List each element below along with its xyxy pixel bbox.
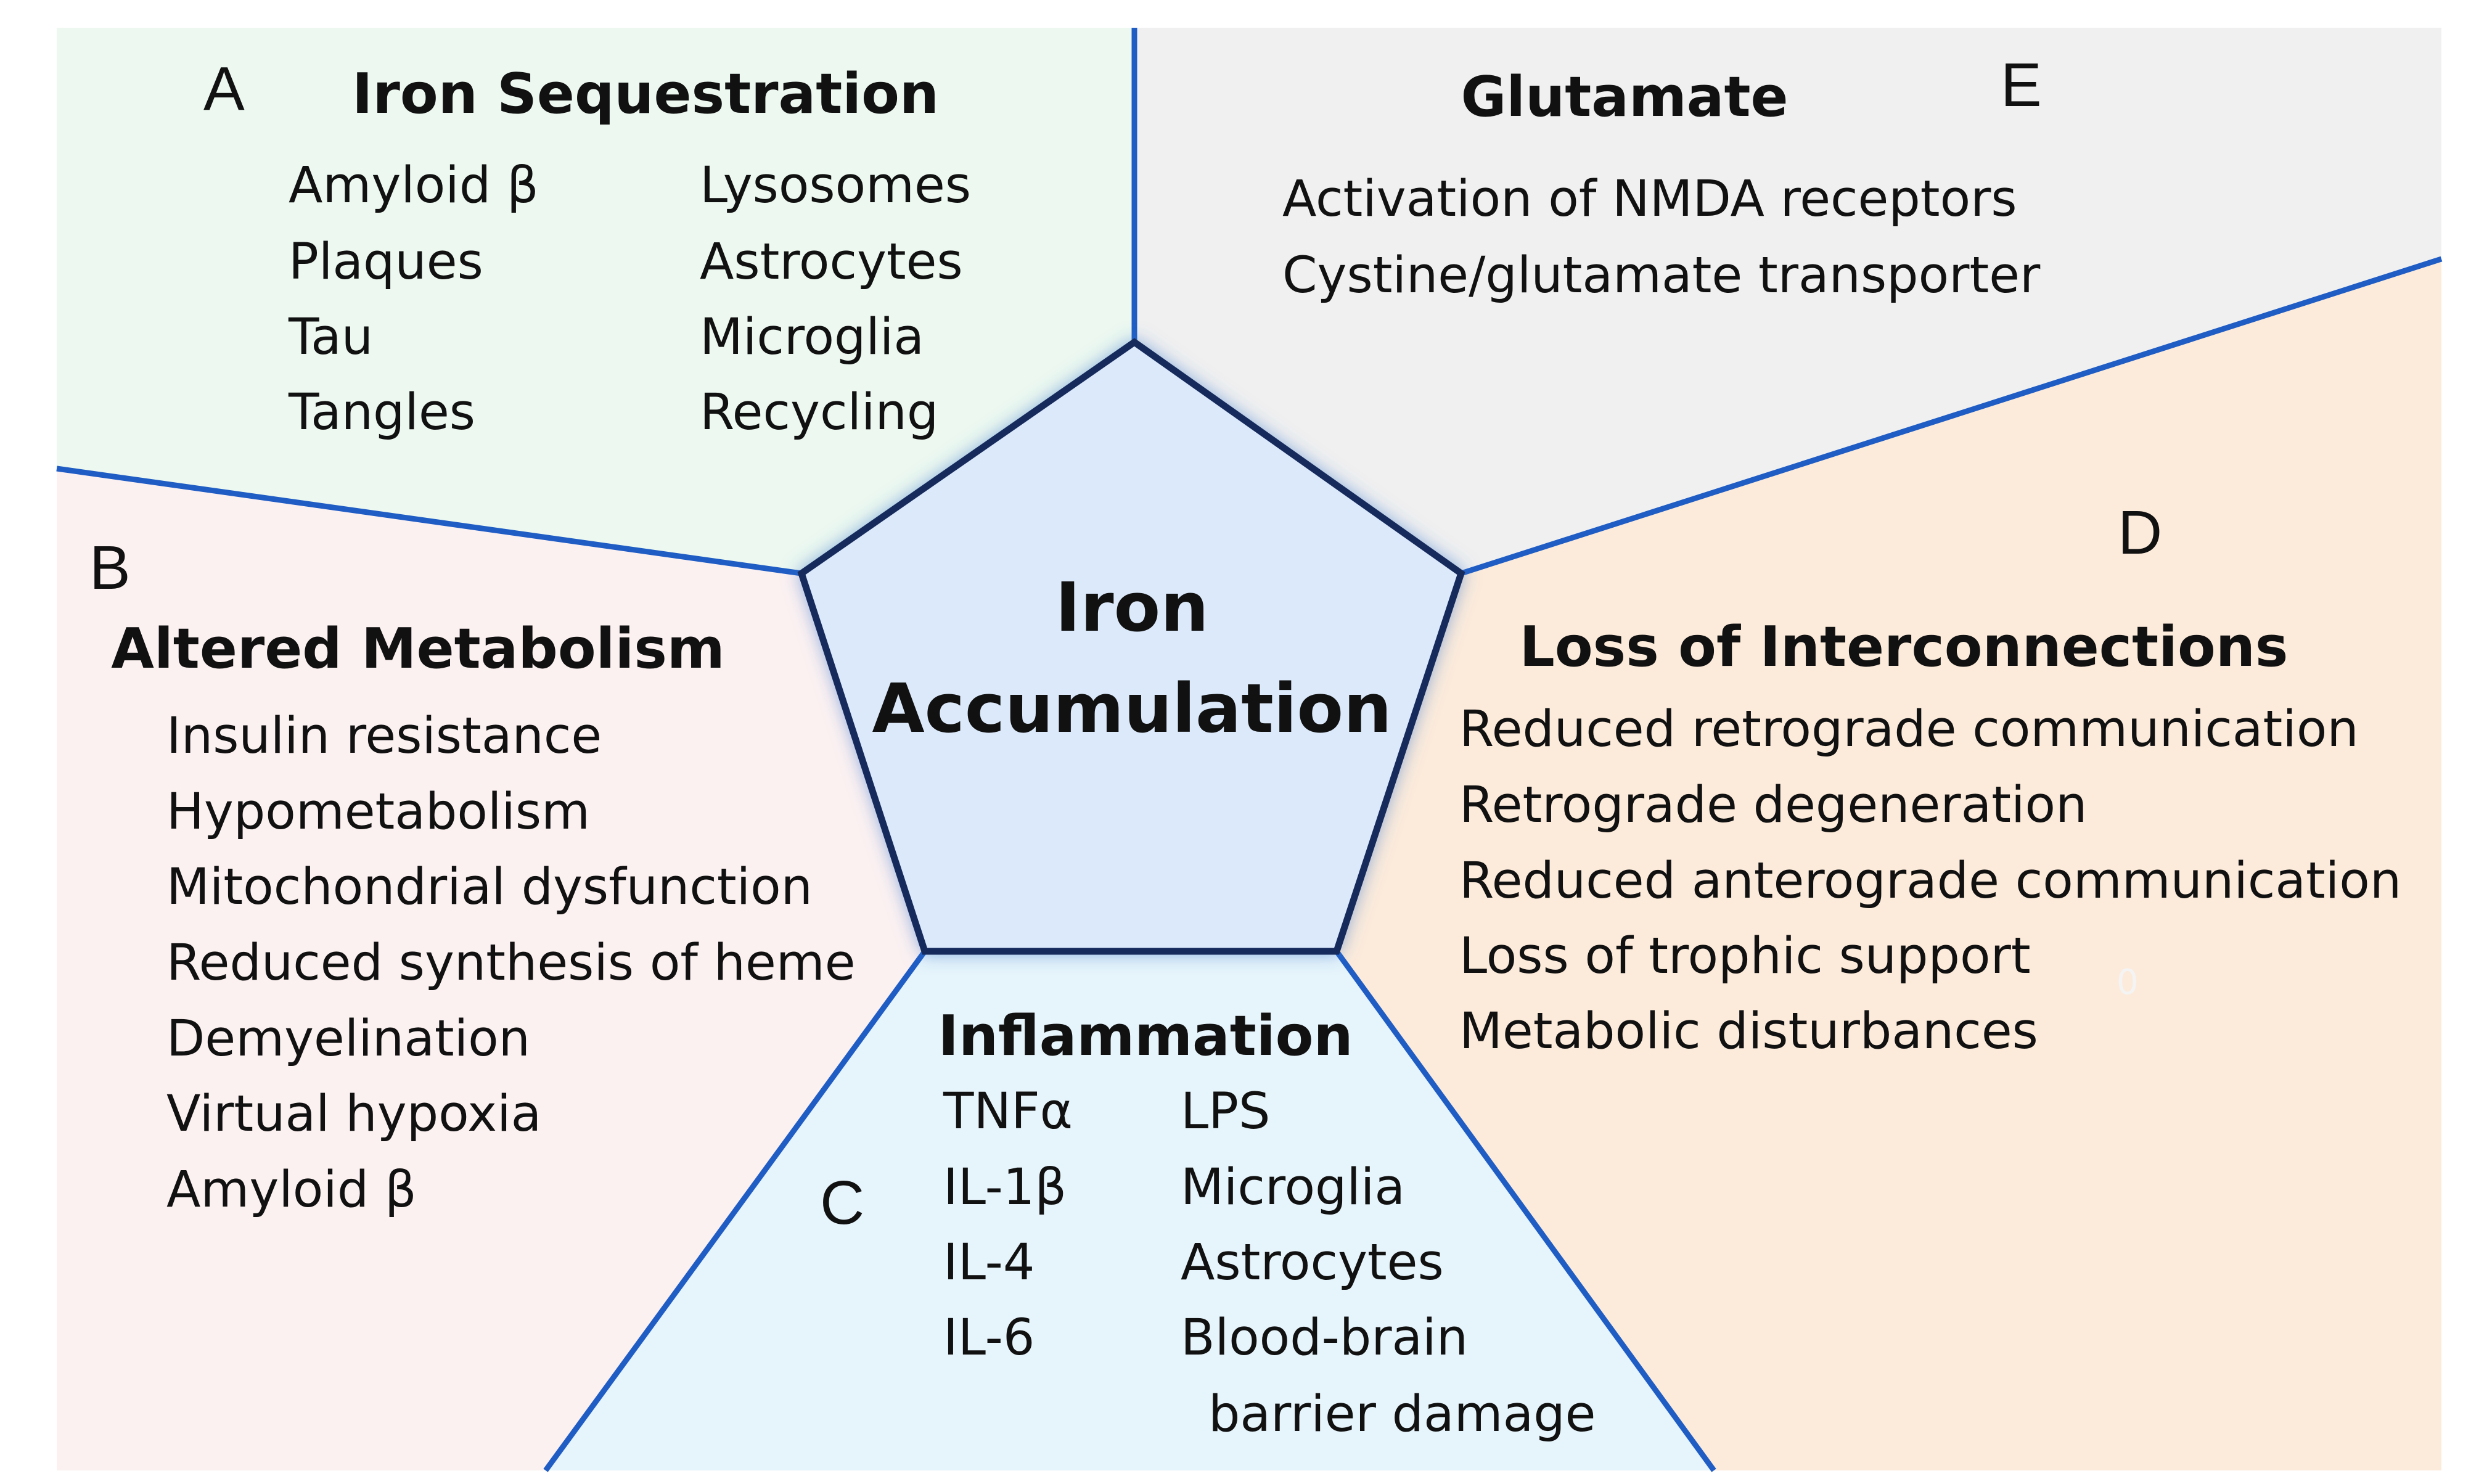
section-c-column-1: TNFα IL-1β IL-4 IL-6 [943,1083,1073,1367]
section-c-column-2: LPS Microglia Astrocytes Blood-brain bar… [1181,1083,1596,1443]
section-a-item: Astrocytes [700,233,963,291]
section-b-item: Demyelination [166,1010,530,1068]
divider-line [1460,256,2443,576]
section-a-iron-sequestration: A Iron Sequestration Amyloid β Plaques T… [203,54,971,441]
section-a-column-2: Lysosomes Astrocytes Microglia Recycling [700,157,971,441]
section-c-letter: C [820,1168,864,1237]
section-c-item: Blood-brain [1181,1309,1468,1367]
section-a-item: Lysosomes [700,157,971,215]
section-b-item: Amyloid β [166,1161,417,1219]
region-e-background [1134,28,2441,573]
divider-line [1334,949,1716,1472]
section-d-item: Retrograde degeneration [1459,776,2087,834]
iron-accumulation-pentagon [797,338,1465,955]
section-d-letter: D [2118,498,2162,567]
section-b-item: Mitochondrial dysfunction [166,858,813,916]
section-d-item: Loss of trophic support [1459,927,2031,985]
section-a-item: Recycling [700,383,938,441]
section-d-item: Reduced retrograde communication [1459,700,2359,758]
section-c-item: barrier damage [1208,1385,1596,1443]
section-e-title: Glutamate [1461,65,1788,129]
section-b-altered-metabolism: B Altered Metabolism Insulin resistance … [89,533,856,1219]
section-d-item: Reduced anterograde communication [1459,852,2401,910]
section-c-item: Astrocytes [1181,1234,1444,1292]
divider-line [543,949,927,1472]
section-a-item: Tau [288,308,373,366]
stray-mark: 0 [2117,962,2139,1002]
section-c-item: IL-4 [943,1234,1035,1292]
divider-line [56,465,802,576]
section-c-title: Inflammation [938,1004,1353,1068]
section-b-item: Hypometabolism [166,783,590,841]
section-c-item: TNFα [943,1083,1073,1141]
section-c-item: LPS [1181,1083,1270,1141]
region-a-background [57,28,1134,573]
section-b-title: Altered Metabolism [111,617,724,681]
section-a-item: Amyloid β [289,157,539,215]
section-a-column-1: Amyloid β Plaques Tau Tangles [288,157,539,441]
section-dividers [56,28,2443,1472]
section-b-item: Reduced synthesis of heme [166,934,856,992]
region-d-background [1337,259,2441,1470]
section-d-item: Metabolic disturbances [1459,1002,2038,1060]
section-a-item: Plaques [289,233,483,291]
section-c-item: IL-6 [943,1309,1035,1367]
section-a-title: Iron Sequestration [352,62,939,126]
center-label-line2: Accumulation [872,669,1392,748]
section-b-item: Insulin resistance [166,707,602,765]
section-a-item: Tangles [288,383,475,441]
region-c-background [546,951,1714,1470]
section-e-item: Cystine/glutamate transporter [1282,247,2041,305]
section-e-item: Activation of NMDA receptors [1282,170,2017,228]
section-c-item: IL-1β [943,1158,1067,1216]
section-d-loss-of-interconnections: D Loss of Interconnections Reduced retro… [1459,498,2401,1060]
section-e-letter: E [2001,51,2042,120]
section-b-letter: B [89,533,131,602]
section-a-letter: A [203,54,245,123]
section-c-inflammation: Inflammation C TNFα IL-1β IL-4 IL-6 LPS … [820,1004,1596,1443]
section-a-item: Microglia [700,308,924,366]
section-b-item: Virtual hypoxia [166,1085,541,1143]
region-b-background [57,469,925,1470]
section-e-glutamate: Glutamate E Activation of NMDA receptors… [1282,51,2042,305]
section-d-title: Loss of Interconnections [1519,615,2288,679]
center-label-line1: Iron [1055,568,1208,647]
section-c-item: Microglia [1181,1158,1405,1216]
